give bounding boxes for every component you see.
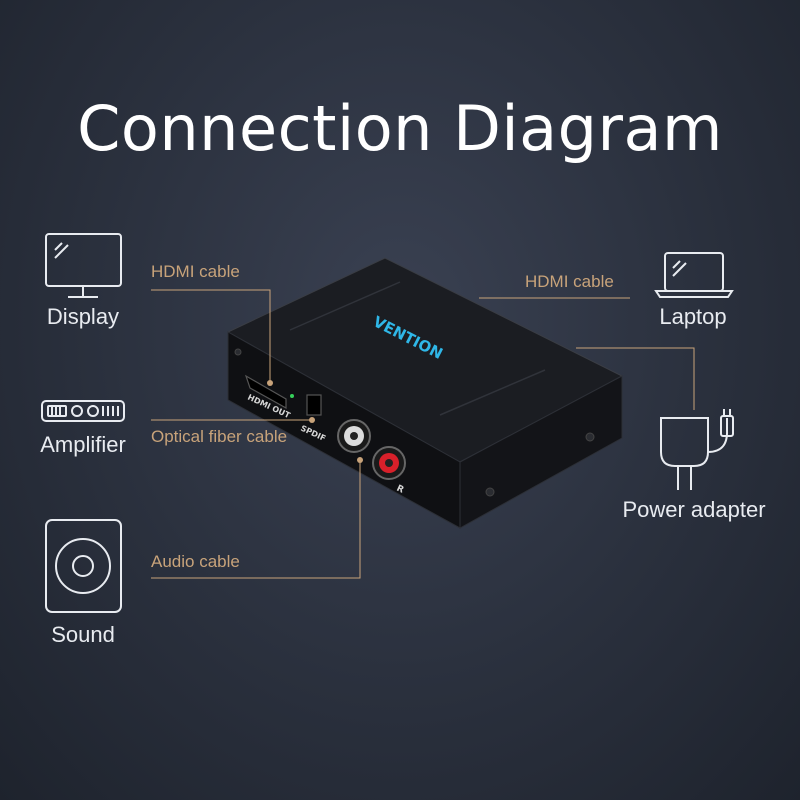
connector-dots	[267, 380, 363, 463]
amplifier-icon	[41, 400, 125, 422]
device-label-display: Display	[46, 304, 120, 329]
power-adapter-icon	[660, 409, 734, 490]
device-label-laptop: Laptop	[659, 304, 727, 329]
device-label-amplifier: Amplifier	[40, 432, 126, 457]
device-label-sound: Sound	[51, 622, 115, 647]
cable-label-optical: Optical fiber cable	[151, 427, 288, 446]
laptop-icon	[654, 252, 734, 298]
display-icon	[45, 233, 122, 298]
speaker-icon	[45, 519, 122, 613]
cable-label-hdmi-right: HDMI cable	[525, 272, 614, 291]
device-label-power-adapter: Power adapter	[622, 497, 766, 522]
cable-label-hdmi-left: HDMI cable	[151, 262, 240, 281]
connector-lines	[151, 289, 695, 579]
page-title: Connection Diagram	[77, 92, 723, 165]
converter-box	[226, 257, 624, 529]
cable-label-audio: Audio cable	[151, 552, 240, 571]
port-label-r: R	[395, 484, 406, 496]
